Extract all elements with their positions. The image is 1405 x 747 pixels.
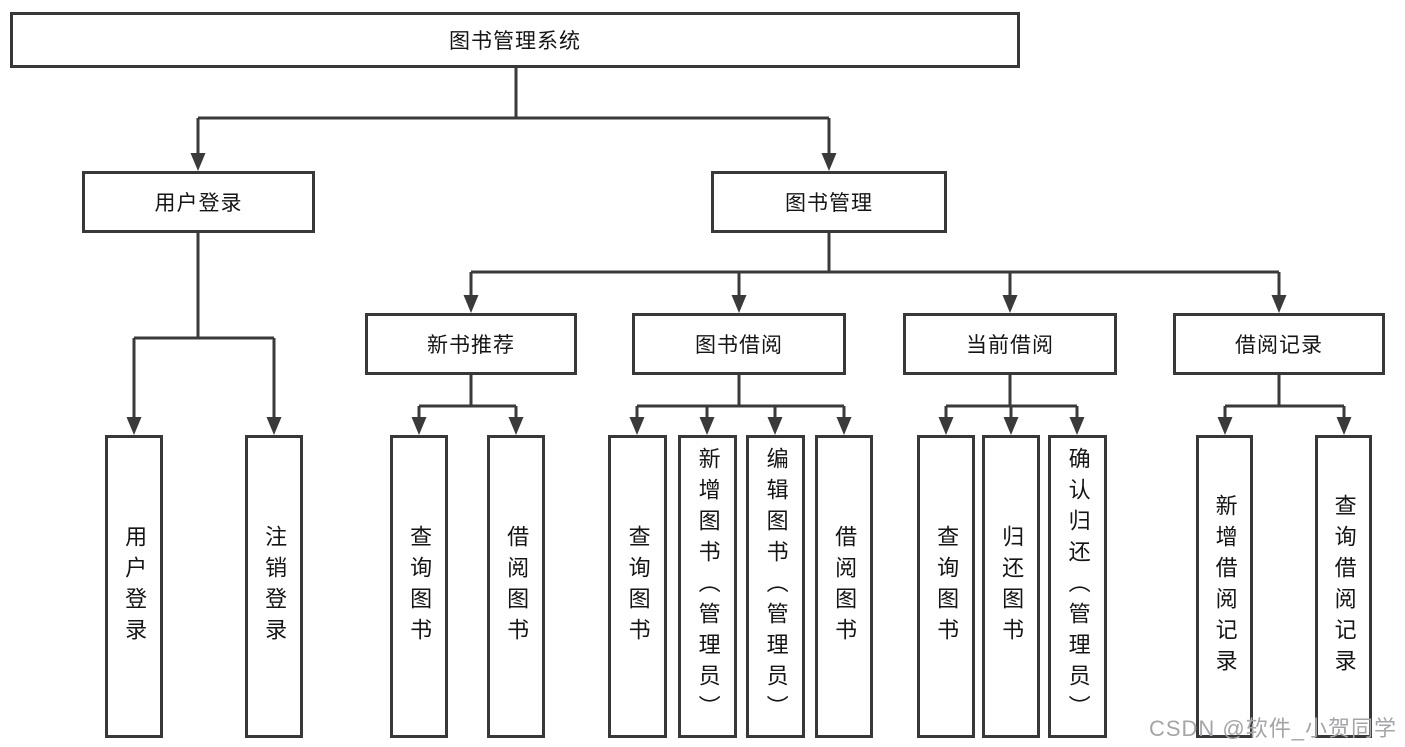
node-label: 归还图书 bbox=[999, 524, 1025, 649]
leaf-confirm-return-admin: 确认归还（管理员） bbox=[1048, 435, 1107, 738]
node-user-login: 用户登录 bbox=[82, 171, 315, 233]
connector-book-management-to-level3 bbox=[463, 233, 1287, 313]
node-label: 新书推荐 bbox=[427, 334, 515, 357]
leaf-borrow-books-recommend: 借阅图书 bbox=[487, 435, 545, 738]
leaf-query-borrow-record: 查询借阅记录 bbox=[1315, 435, 1372, 738]
connector-borrowing-records-to-leaves bbox=[1217, 375, 1352, 435]
node-label: 新增图书（管理员） bbox=[695, 447, 721, 726]
node-borrowing-records: 借阅记录 bbox=[1173, 313, 1385, 375]
connector-new-book-recommend-to-leaves bbox=[411, 375, 524, 435]
connector-book-borrowing-to-leaves bbox=[629, 375, 852, 435]
node-label: 注销登录 bbox=[262, 524, 288, 649]
leaf-borrow-books-borrowing: 借阅图书 bbox=[815, 435, 873, 738]
node-label: 借阅图书 bbox=[832, 524, 858, 649]
node-label: 用户登录 bbox=[154, 192, 243, 215]
connector-current-borrowing-to-leaves bbox=[938, 375, 1085, 435]
node-label: 查询图书 bbox=[625, 524, 651, 649]
leaf-query-books-current: 查询图书 bbox=[917, 435, 975, 738]
node-label: 借阅图书 bbox=[504, 524, 530, 649]
leaf-user-login: 用户登录 bbox=[105, 435, 163, 738]
node-label: 借阅记录 bbox=[1235, 334, 1323, 357]
leaf-return-books: 归还图书 bbox=[982, 435, 1040, 738]
leaf-add-book-admin: 新增图书（管理员） bbox=[678, 435, 737, 738]
leaf-logout: 注销登录 bbox=[245, 435, 303, 738]
node-new-book-recommend: 新书推荐 bbox=[365, 313, 577, 375]
node-label: 图书管理系统 bbox=[449, 30, 581, 53]
node-library-management-system: 图书管理系统 bbox=[10, 12, 1020, 68]
connector-user-login-to-leaves bbox=[126, 233, 282, 435]
node-label: 当前借阅 bbox=[966, 334, 1054, 357]
connector-root-to-level2 bbox=[190, 68, 837, 171]
csdn-watermark: CSDN @软件_小贺同学 bbox=[1148, 716, 1397, 741]
node-label: 查询图书 bbox=[407, 524, 433, 649]
node-label: 编辑图书（管理员） bbox=[763, 447, 789, 726]
leaf-add-borrow-record: 新增借阅记录 bbox=[1196, 435, 1253, 738]
node-label: 图书管理 bbox=[785, 192, 873, 215]
leaf-edit-book-admin: 编辑图书（管理员） bbox=[746, 435, 805, 738]
node-label: 确认归还（管理员） bbox=[1065, 447, 1091, 726]
leaf-query-books-borrowing: 查询图书 bbox=[608, 435, 667, 738]
node-label: 图书借阅 bbox=[695, 334, 783, 357]
node-label: 查询图书 bbox=[934, 524, 960, 649]
node-label: 用户登录 bbox=[122, 524, 148, 649]
node-book-management: 图书管理 bbox=[711, 171, 947, 233]
leaf-query-books-recommend: 查询图书 bbox=[390, 435, 448, 738]
node-label: 新增借阅记录 bbox=[1212, 493, 1238, 680]
node-current-borrowing: 当前借阅 bbox=[903, 313, 1117, 375]
node-label: 查询借阅记录 bbox=[1331, 493, 1357, 680]
node-book-borrowing: 图书借阅 bbox=[632, 313, 846, 375]
